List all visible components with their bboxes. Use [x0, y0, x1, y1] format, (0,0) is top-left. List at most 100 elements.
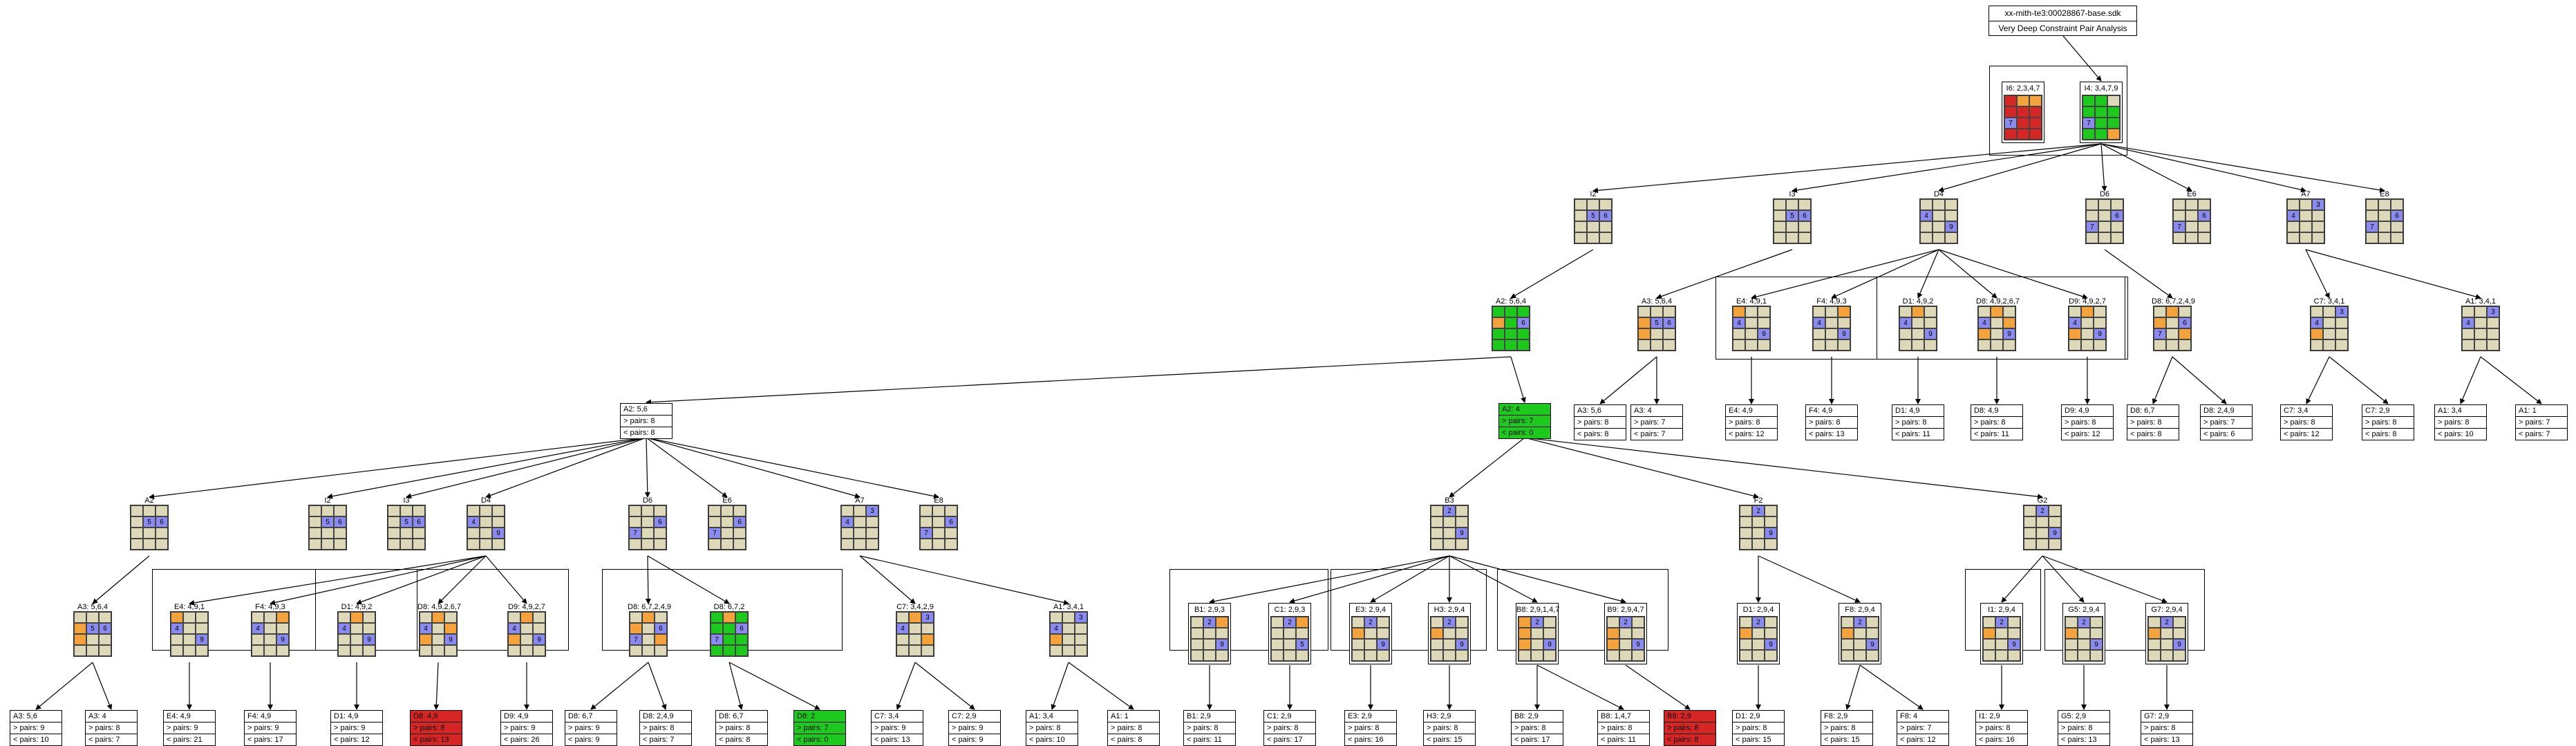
result-leaf[interactable]: C7: 2,9> pairs: 8< pairs: 8: [2362, 404, 2414, 440]
result-leaf[interactable]: A2: 5,6> pairs: 8< pairs: 8: [620, 403, 673, 439]
result-leaf[interactable]: D1: 4,9> pairs: 9< pairs: 12: [330, 710, 383, 746]
result-leaf[interactable]: D8: 2,4,9> pairs: 8< pairs: 7: [639, 710, 692, 746]
result-leaf[interactable]: C7: 3,4> pairs: 9< pairs: 13: [871, 710, 923, 746]
result-leaf[interactable]: D8: 6,7> pairs: 8< pairs: 8: [2127, 404, 2179, 440]
result-leaf[interactable]: A1: 3,4> pairs: 8< pairs: 10: [2434, 404, 2487, 440]
result-leaf[interactable]: A3: 4> pairs: 8< pairs: 7: [85, 710, 138, 746]
result-leaf[interactable]: E3: 2,9> pairs: 8< pairs: 16: [1344, 710, 1397, 746]
grid-cell: [156, 539, 168, 550]
result-leaf[interactable]: E4: 4,9> pairs: 9< pairs: 21: [163, 710, 216, 746]
result-leaf[interactable]: B9: 2,9> pairs: 8< pairs: 8: [1664, 710, 1716, 746]
result-leaf[interactable]: C7: 3,4> pairs: 8< pairs: 12: [2280, 404, 2333, 440]
result-leaf[interactable]: C7: 2,9> pairs: 9< pairs: 9: [948, 710, 1001, 746]
result-leaf[interactable]: E4: 4,9> pairs: 8< pairs: 12: [1725, 404, 1778, 440]
result-leaf[interactable]: D8: 2> pairs: 7< pairs: 0: [793, 710, 846, 746]
result-leaf[interactable]: F8: 4> pairs: 7< pairs: 12: [1897, 710, 1949, 746]
result-leaf[interactable]: D8: 4,9> pairs: 8< pairs: 11: [1971, 404, 2023, 440]
result-leaf[interactable]: D9: 4,9> pairs: 9< pairs: 26: [500, 710, 553, 746]
result-leaf[interactable]: G7: 2,9> pairs: 8< pairs: 13: [2141, 710, 2193, 746]
result-leaf[interactable]: D9: 4,9> pairs: 8< pairs: 12: [2061, 404, 2114, 440]
result-leaf[interactable]: H3: 2,9> pairs: 8< pairs: 15: [1423, 710, 1476, 746]
result-leaf[interactable]: D8: 6,7> pairs: 8< pairs: 8: [715, 710, 768, 746]
result-leaf[interactable]: D8: 2,4,9> pairs: 7< pairs: 6: [2200, 404, 2253, 440]
result-leaf[interactable]: A1: 1> pairs: 7< pairs: 7: [2515, 404, 2568, 440]
result-leaf[interactable]: A3: 4> pairs: 7< pairs: 7: [1630, 404, 1683, 440]
result-leaf[interactable]: I1: 2,9> pairs: 8< pairs: 16: [1975, 710, 2028, 746]
result-leaf[interactable]: D1: 4,9> pairs: 8< pairs: 11: [1892, 404, 1944, 440]
result-leaf[interactable]: B1: 2,9> pairs: 8< pairs: 11: [1183, 710, 1236, 746]
result-leaf[interactable]: F4: 4,9> pairs: 8< pairs: 13: [1805, 404, 1858, 440]
grid-cell: [1752, 650, 1765, 661]
result-leaf[interactable]: A1: 3,4> pairs: 8< pairs: 10: [1026, 710, 1078, 746]
grid-cell: [1443, 539, 1456, 550]
result-leaf[interactable]: C1: 2,9> pairs: 8< pairs: 17: [1263, 710, 1316, 746]
result-leaf[interactable]: F8: 2,9> pairs: 8< pairs: 15: [1821, 710, 1873, 746]
result-leaf[interactable]: B8: 2,9> pairs: 8< pairs: 17: [1511, 710, 1563, 746]
grid-cell: [2366, 199, 2378, 210]
result-leaf[interactable]: F4: 4,9> pairs: 9< pairs: 17: [244, 710, 297, 746]
result-leaf[interactable]: A1: 1> pairs: 8< pairs: 8: [1107, 710, 1160, 746]
result-leaf[interactable]: D8: 6,7> pairs: 9< pairs: 9: [565, 710, 617, 746]
result-leaf[interactable]: D1: 2,9> pairs: 8< pairs: 15: [1732, 710, 1785, 746]
result-leaf[interactable]: D8: 4,9> pairs: 8< pairs: 13: [410, 710, 462, 746]
result-leaf[interactable]: A3: 5,6> pairs: 8< pairs: 8: [1574, 404, 1626, 440]
result-leaf[interactable]: A3: 5,6> pairs: 9< pairs: 10: [10, 710, 62, 746]
result-leaf[interactable]: G5: 2,9> pairs: 8< pairs: 13: [2058, 710, 2110, 746]
result-leaf[interactable]: A2: 4> pairs: 7< pairs: 0: [1498, 403, 1551, 439]
grid-cell: [1924, 306, 1937, 317]
result-leaf[interactable]: B8: 1,4,7> pairs: 8< pairs: 11: [1597, 710, 1650, 746]
